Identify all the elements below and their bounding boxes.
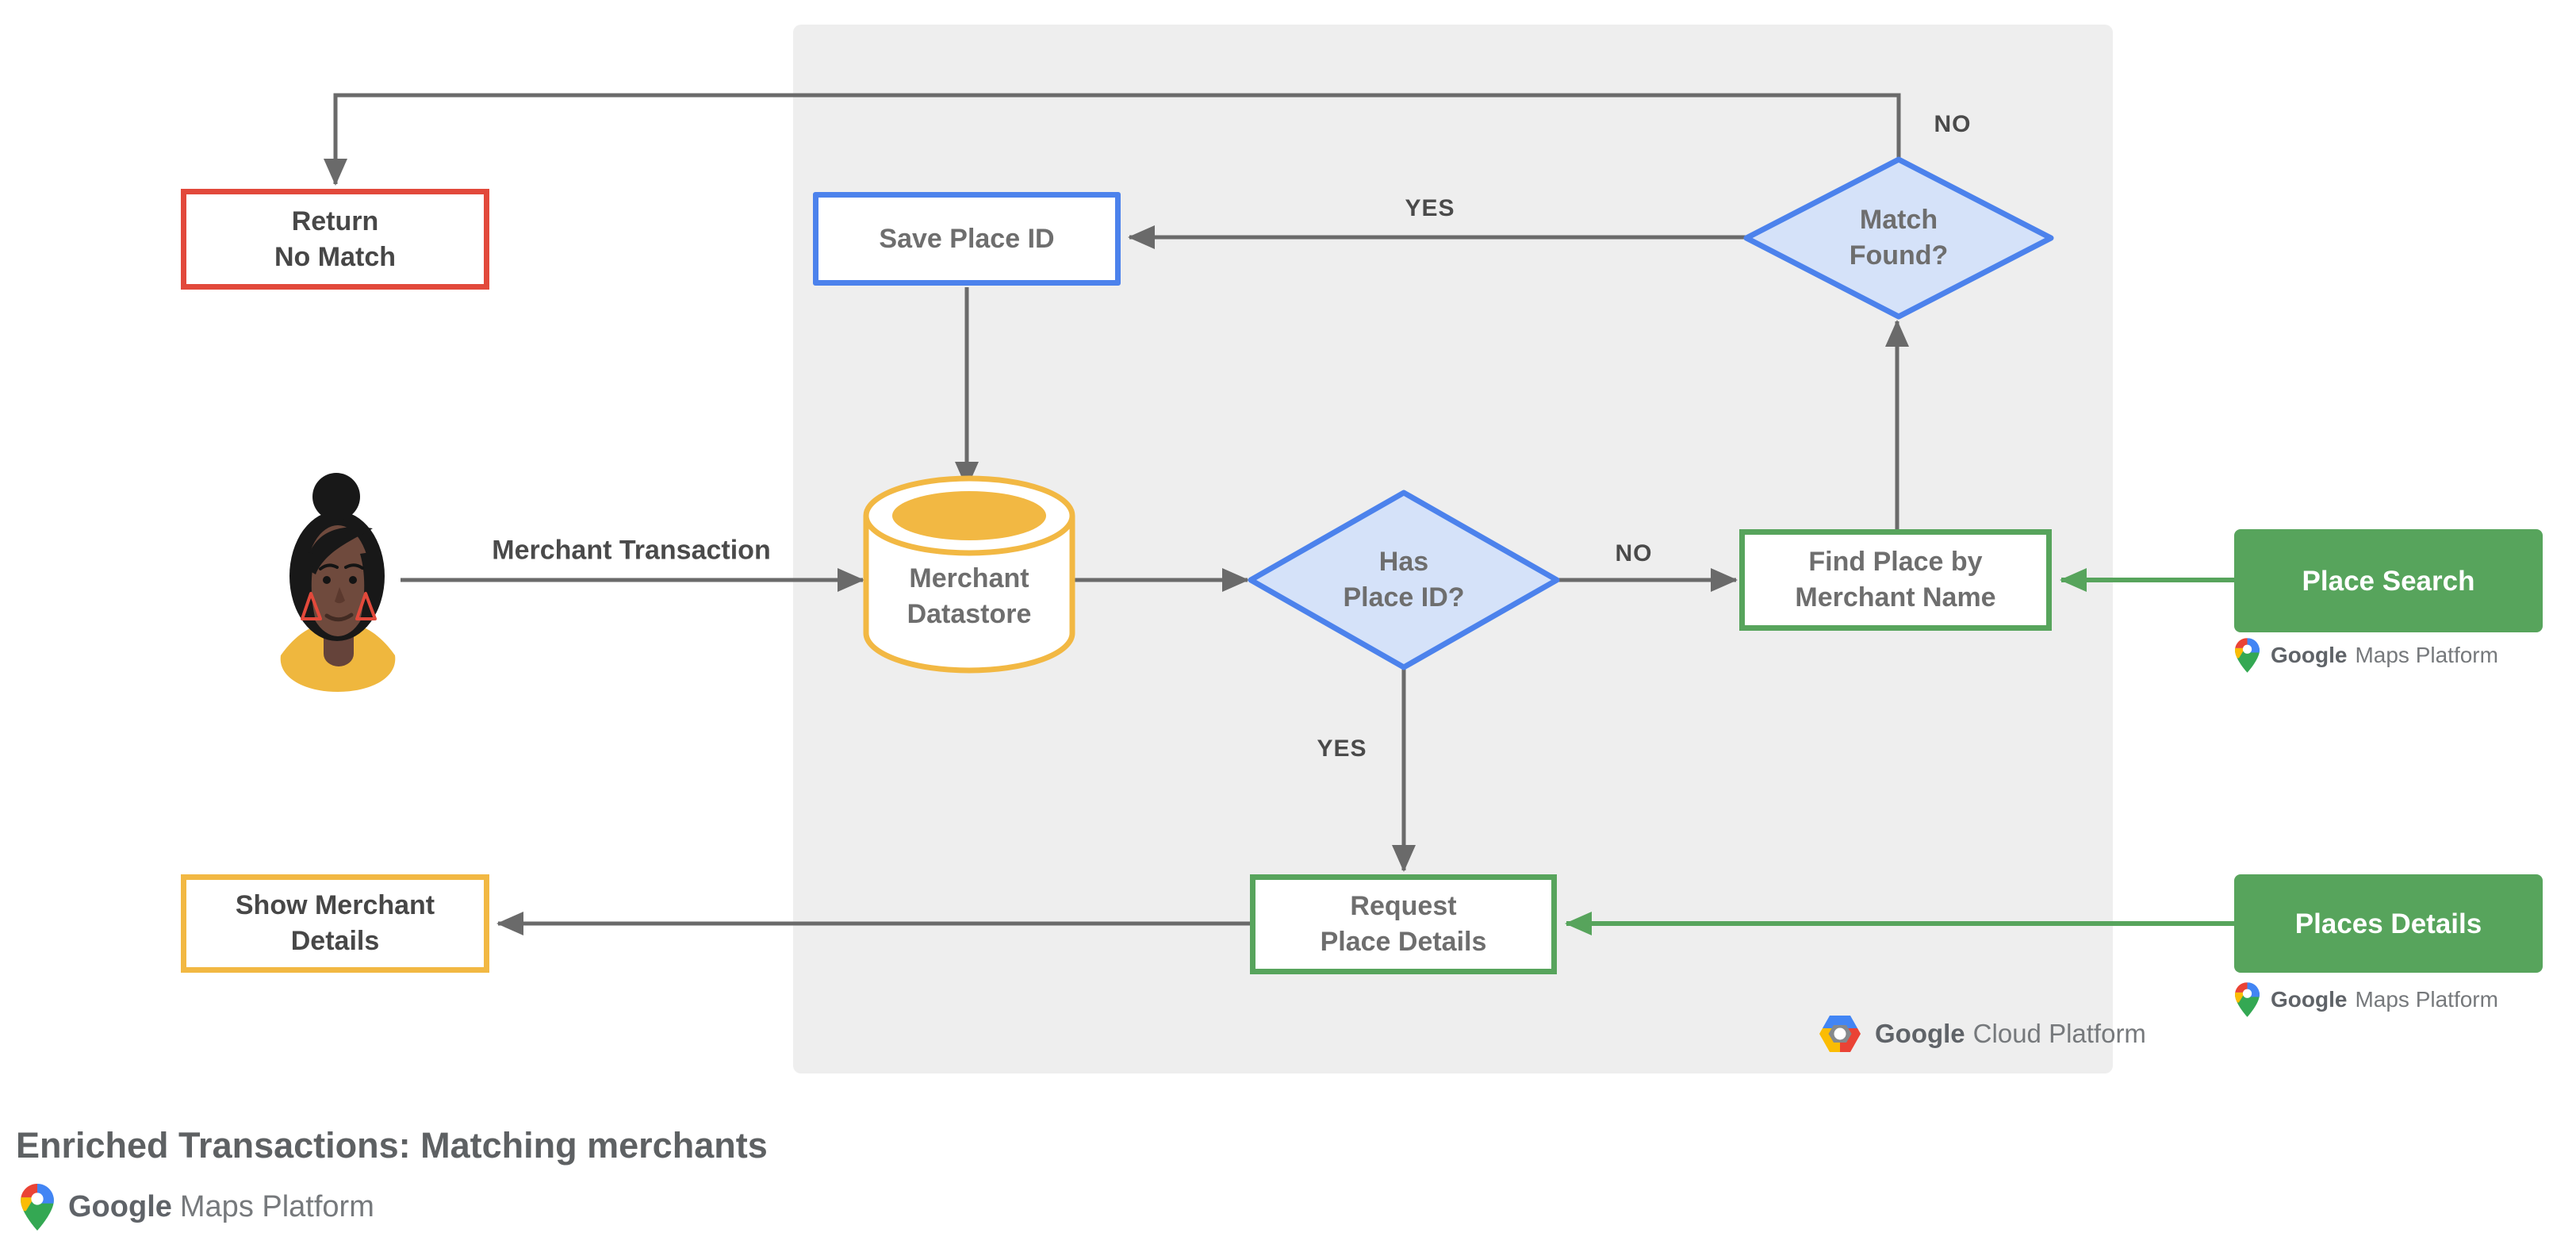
merchant-datastore-label: Merchant Datastore xyxy=(907,561,1032,632)
node-label-line: Save Place ID xyxy=(879,223,1055,254)
place-search-api-node: Place Search xyxy=(2234,529,2543,632)
node-label-line: Request xyxy=(1350,891,1457,921)
has-place-id-label: Has Place ID? xyxy=(1343,544,1464,616)
node-label-line: Datastore xyxy=(907,599,1032,629)
node-label-line: Found? xyxy=(1849,240,1949,271)
google-maps-pin-icon xyxy=(21,1184,54,1231)
node-label-line: Find Place by xyxy=(1808,547,1983,577)
show-merchant-details-node: Show Merchant Details xyxy=(181,874,489,973)
logo-product-name: Maps Platform xyxy=(2355,643,2498,667)
places-details-api-node: Places Details xyxy=(2234,874,2543,973)
logo-google-wordmark: Google xyxy=(2271,987,2348,1012)
logo-product-name: Maps Platform xyxy=(2355,987,2498,1012)
node-label-line: Return xyxy=(291,205,379,236)
edge-label-yes-top: YES xyxy=(1405,195,1455,221)
google-cloud-hexagon-icon xyxy=(1819,1016,1861,1052)
node-label-line: Merchant xyxy=(909,563,1029,593)
save-place-id-node: Save Place ID xyxy=(813,192,1121,286)
merchant-transaction-label: Merchant Transaction xyxy=(492,535,771,566)
logo-product-name: Maps Platform xyxy=(179,1190,374,1223)
edge-label-no-top: NO xyxy=(1934,111,1972,137)
node-label-line: Place ID? xyxy=(1343,582,1465,613)
find-place-by-merchant-name-node: Find Place by Merchant Name xyxy=(1739,529,2052,631)
edge-label-no-mid: NO xyxy=(1615,540,1653,566)
node-label-line: Has xyxy=(1378,547,1429,577)
node-label-line: Place Details xyxy=(1320,927,1487,957)
google-cloud-platform-logo: Google Cloud Platform xyxy=(1819,1016,2146,1052)
page-title: Enriched Transactions: Matching merchant… xyxy=(16,1125,768,1166)
node-label-line: Details xyxy=(290,926,380,956)
match-found-label: Match Found? xyxy=(1850,202,1949,274)
google-maps-pin-icon xyxy=(2235,982,2260,1017)
logo-google-wordmark: Google xyxy=(68,1190,172,1223)
node-label-line: Place Search xyxy=(2302,565,2475,597)
gmp-logo-places-details: Google Maps Platform xyxy=(2235,982,2498,1017)
node-label-line: Merchant Name xyxy=(1795,582,1996,613)
logo-product-name: Cloud Platform xyxy=(1972,1019,2146,1048)
logo-google-wordmark: Google xyxy=(1875,1019,1965,1048)
google-maps-pin-icon xyxy=(2235,638,2260,673)
node-label-line: Show Merchant xyxy=(235,890,435,920)
edge-label-yes-mid: YES xyxy=(1317,735,1367,762)
merchant-user-avatar xyxy=(280,473,396,692)
gmp-footer-logo: Google Maps Platform xyxy=(21,1184,374,1231)
node-label-line: No Match xyxy=(274,241,396,272)
logo-google-wordmark: Google xyxy=(2271,643,2348,667)
gmp-logo-place-search: Google Maps Platform xyxy=(2235,638,2498,673)
node-label-line: Places Details xyxy=(2294,908,2482,939)
return-no-match-node: Return No Match xyxy=(181,189,489,290)
request-place-details-node: Request Place Details xyxy=(1250,874,1557,974)
node-label-line: Match xyxy=(1859,205,1938,235)
